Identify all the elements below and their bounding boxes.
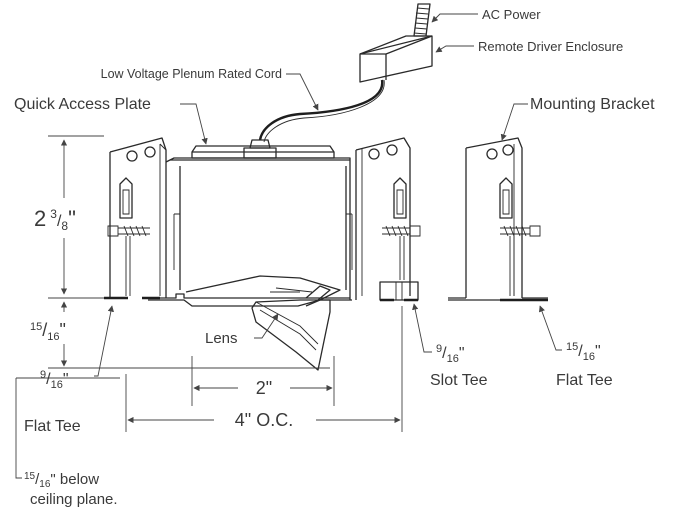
remote-driver-enclosure: [359, 35, 433, 83]
drop-dimension: 15/16": [30, 320, 66, 343]
low-voltage-cord: [258, 79, 385, 143]
ceiling-note-line2: ceiling plane.: [30, 491, 118, 508]
slot-tee-label: Slot Tee: [430, 372, 488, 389]
flat-tee-right-label: Flat Tee: [556, 372, 613, 389]
flat-tee-left-size: 9/16": [40, 369, 69, 391]
slot-tee-size: 9/16": [436, 343, 465, 365]
lens-label: Lens: [205, 330, 238, 347]
flat-tee-right-size: 15/16": [566, 341, 601, 363]
ceiling-note-line1: 15/16" below: [24, 471, 99, 490]
fixture-bracket-right: [355, 137, 421, 302]
flex-conduit: [413, 3, 431, 37]
remote-driver-label: Remote Driver Enclosure: [478, 39, 623, 54]
fixture-housing: [104, 137, 353, 371]
mounting-bracket-label: Mounting Bracket: [530, 96, 655, 113]
oc-width-dimension: 4" O.C.: [235, 410, 293, 430]
leader-lines: [94, 13, 562, 377]
flat-tee-left-label: Flat Tee: [24, 418, 81, 435]
lens-width-dimension: 2": [256, 378, 272, 398]
quick-access-plate-label: Quick Access Plate: [14, 96, 151, 113]
mounting-bracket-detail: [448, 137, 548, 302]
dimension-lines: [15, 135, 403, 479]
low-voltage-cord-label: Low Voltage Plenum Rated Cord: [101, 67, 282, 81]
ac-power-label: AC Power: [482, 7, 541, 22]
